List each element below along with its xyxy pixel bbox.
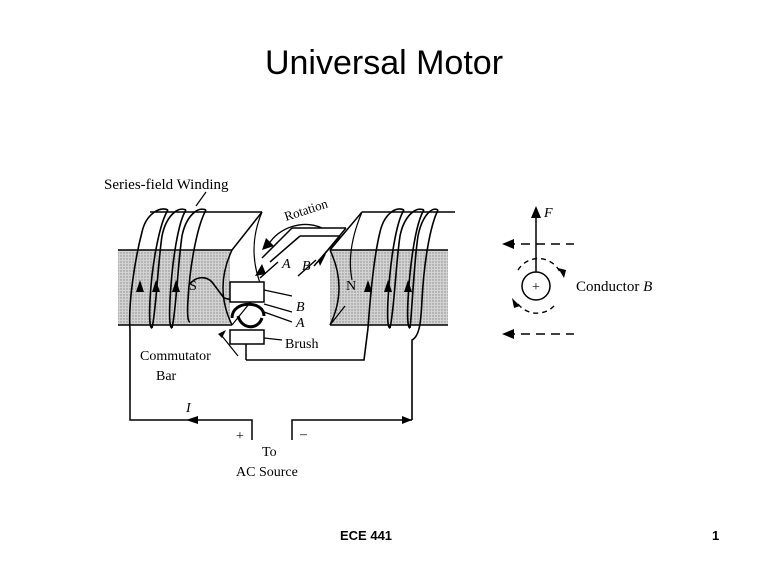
footer-course: ECE 441 xyxy=(340,528,393,543)
south-field-pole xyxy=(118,211,263,326)
minus-terminal-label: – xyxy=(299,427,308,442)
current-arrow xyxy=(186,416,198,424)
conductor-label: Conductor B xyxy=(576,279,652,295)
slide-title: Universal Motor xyxy=(264,44,504,82)
commutator-a-label: A xyxy=(295,316,305,331)
rotation-label: Rotation xyxy=(282,196,330,224)
coil-current-arrows xyxy=(136,280,412,292)
series-field-winding-label: Series-field Winding xyxy=(104,177,229,193)
commutator xyxy=(218,281,293,360)
commutator-label: Commutator xyxy=(140,349,211,364)
conductor-a-arrow xyxy=(255,264,266,276)
north-pole-label: N xyxy=(346,279,356,294)
page-number: 1 xyxy=(712,528,720,543)
force-label: F xyxy=(543,206,553,221)
conductor-force-detail xyxy=(502,206,574,339)
ac-source-label: AC Source xyxy=(236,465,298,480)
brush-label: Brush xyxy=(285,337,318,352)
right-field-winding xyxy=(246,208,439,420)
force-arrow xyxy=(531,206,541,218)
coil-side-b-label: B xyxy=(302,259,311,274)
left-field-winding xyxy=(128,208,233,400)
bar-label: Bar xyxy=(156,369,177,384)
conductor-symbol: + xyxy=(532,280,540,295)
conductor-label-text: Conductor xyxy=(576,279,643,295)
conductor-circle xyxy=(521,271,551,301)
source-to-label: To xyxy=(262,445,277,460)
south-pole-label: S xyxy=(189,279,197,294)
rotation-arrow xyxy=(267,223,323,246)
conductor-name: B xyxy=(643,279,652,295)
plus-terminal-label: + xyxy=(236,429,244,444)
current-label: I xyxy=(185,401,192,416)
source-circuit xyxy=(129,400,412,440)
conductor-b-arrow xyxy=(318,254,326,266)
commutator-b-label: B xyxy=(296,300,305,315)
winding-leader-line xyxy=(195,191,207,207)
coil-side-a-label: A xyxy=(281,257,291,272)
